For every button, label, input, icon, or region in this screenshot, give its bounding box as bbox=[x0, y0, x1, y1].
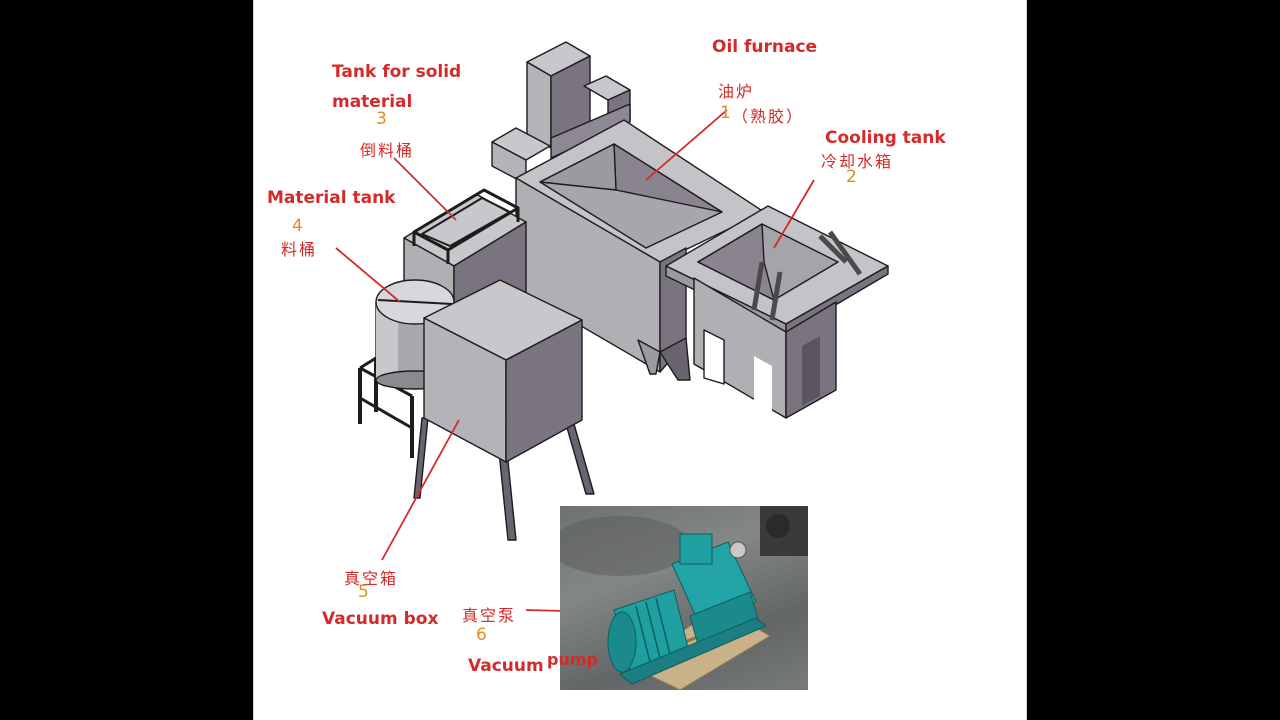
cooling-tank-drawing bbox=[665, 205, 889, 420]
cooling-tank-label: Cooling tank bbox=[825, 128, 946, 148]
solid-tank-number: 3 bbox=[376, 109, 387, 129]
diagram-canvas: Oil furnace 油炉 1 （熟胶） Cooling tank 冷却水箱 … bbox=[253, 0, 1027, 720]
vacuum-pump-label-2: pump bbox=[547, 650, 598, 669]
vacuum-pump-photo bbox=[560, 506, 808, 690]
vacuum-pump-image bbox=[560, 506, 808, 690]
vacuum-pump-number: 6 bbox=[476, 625, 487, 645]
cooling-tank-number: 2 bbox=[846, 167, 857, 187]
material-tank-label: Material tank bbox=[267, 188, 396, 208]
oil-furnace-label: Oil furnace bbox=[712, 37, 818, 57]
solid-tank-label-line2: material bbox=[332, 92, 413, 112]
material-tank-number: 4 bbox=[292, 216, 303, 236]
vacuum-box-cn-label: 真空箱 bbox=[344, 569, 399, 588]
oil-furnace-drawing bbox=[491, 41, 765, 381]
vacuum-pump-label-1: Vacuum bbox=[468, 656, 544, 676]
vacuum-box-drawing bbox=[413, 279, 595, 541]
oil-furnace-number: 1 bbox=[720, 103, 731, 123]
vacuum-box-number: 5 bbox=[358, 582, 369, 602]
equipment-illustration bbox=[335, 41, 889, 613]
oil-furnace-cn-label: 油炉 bbox=[718, 82, 755, 101]
vacuum-pump-cn-label: 真空泵 bbox=[462, 606, 517, 625]
cooling-tank-cn-label: 冷却水箱 bbox=[821, 152, 894, 171]
solid-tank-cn-label: 倒料桶 bbox=[360, 141, 415, 160]
solid-tank-label-line1: Tank for solid bbox=[332, 62, 462, 82]
oil-furnace-cn-note: （熟胶） bbox=[732, 107, 805, 126]
vacuum-box-label: Vacuum box bbox=[322, 609, 439, 629]
material-tank-cn-label: 料桶 bbox=[281, 240, 318, 259]
